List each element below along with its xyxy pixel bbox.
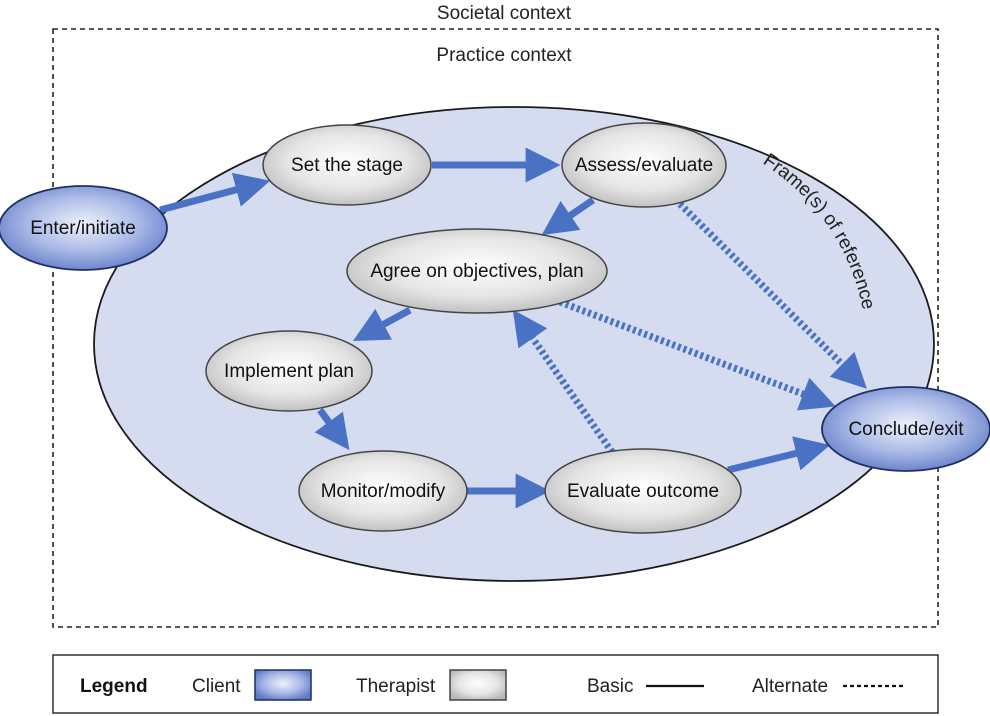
societal-context-label: Societal context: [437, 3, 572, 24]
svg-text:Agree on objectives, plan: Agree on objectives, plan: [370, 261, 583, 282]
svg-text:Implement plan: Implement plan: [224, 361, 354, 382]
node-implement: Implement plan: [205, 330, 373, 412]
svg-text:Enter/initiate: Enter/initiate: [30, 218, 136, 239]
legend-basic-label: Basic: [587, 676, 633, 697]
legend-therapist-swatch: [449, 669, 507, 701]
node-assess: Assess/evaluate: [561, 122, 727, 208]
legend-title: Legend: [80, 676, 148, 697]
legend: Legend Client Therapist Basic Alternate: [52, 654, 939, 714]
svg-text:Assess/evaluate: Assess/evaluate: [575, 155, 713, 176]
legend-therapist-label: Therapist: [356, 676, 436, 697]
arrow-evaluate-to-conclude: [727, 436, 831, 474]
arrow-assess-to-agree: [541, 197, 595, 236]
svg-text:Set the stage: Set the stage: [291, 155, 403, 176]
node-evaluate: Evaluate outcome: [544, 448, 742, 534]
node-enter: Enter/initiate: [0, 185, 168, 271]
societal-context-box: [52, 28, 939, 628]
node-set-stage: Set the stage: [262, 124, 432, 206]
svg-text:Monitor/modify: Monitor/modify: [321, 481, 446, 502]
legend-client-swatch: [254, 669, 312, 701]
node-agree: Agree on objectives, plan: [346, 228, 608, 314]
practice-context-ellipse: [93, 106, 935, 582]
legend-alternate-label: Alternate: [752, 676, 828, 697]
svg-text:Conclude/exit: Conclude/exit: [848, 419, 964, 440]
node-monitor: Monitor/modify: [298, 450, 468, 532]
practice-context-label: Practice context: [436, 45, 572, 66]
arrow-implement-to-monitor: [314, 407, 350, 451]
arrow-enter-to-setstage: [159, 172, 271, 214]
arrow-agree-to-implement: [352, 306, 412, 342]
node-conclude: Conclude/exit: [821, 386, 990, 472]
legend-client-label: Client: [192, 676, 241, 697]
svg-text:Evaluate outcome: Evaluate outcome: [567, 481, 719, 502]
alt-arrow-agree-to-conclude: [558, 298, 836, 411]
alt-arrow-evaluate-to-agree: [512, 309, 615, 455]
